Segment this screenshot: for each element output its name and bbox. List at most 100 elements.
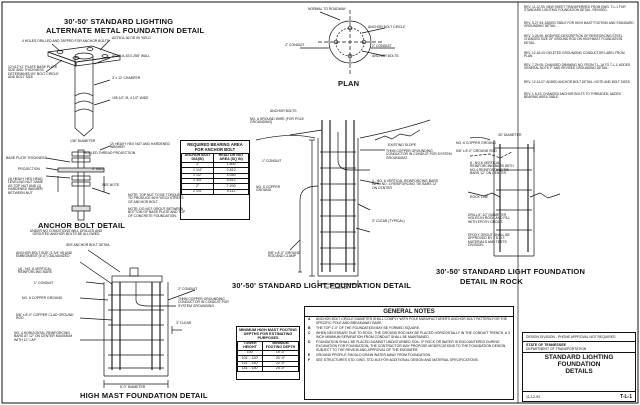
title-block: DESIGN DIVISION - PHONE APPROVAL NOT REQ…: [522, 332, 636, 402]
note-letter: B: [308, 325, 311, 330]
table-cell: 141' - 150': [237, 366, 263, 373]
callout-reinf: (4) - NO. 6 VERTICAL REINFORCING BARS: [18, 267, 52, 275]
callout-heavy-hex: (2) HEAVY HEX NUT AND HARDENED WASHER: [110, 142, 170, 150]
note-text: WHEN NECESSARY DUE TO ROCK, THE GROUND R…: [316, 331, 510, 339]
list-item: E GROUND PROFILE SHOULD DRAIN WATER AWAY…: [308, 352, 510, 358]
callout-hm-dia: 6'-0" DIAMETER: [120, 385, 146, 389]
callout-rock-drill: DRILL 6"-10" DIAMETER HOLES IN ROCK AND …: [468, 213, 511, 224]
title-block-state: STATE OF TENNESSEE: [526, 343, 567, 347]
note-text: SEE STRUCTURES STD. DWG. STD-M-8 FOR ADD…: [316, 358, 479, 363]
callout-std-thhn: THHN COPPER GROUNDING CONDUCTOR IN CONDU…: [386, 149, 452, 160]
list-item: A ANCHOR BOLT CIRCLE DIAMETER SHALL COMP…: [308, 317, 510, 325]
callout-std-conduit: 1" CONDUIT: [262, 159, 282, 163]
callout-clamp: 5/8" x 8'-0" COPPER CLAD GROUND ROD: [16, 313, 74, 321]
depth-table-title: MINIMUM HIGH MAST FOOTING DEPTHS FOR EST…: [239, 328, 297, 340]
title-block-dwg: T-L-1: [620, 393, 632, 400]
note-letter: A: [308, 317, 311, 321]
bearing-header-dia: ANCHOR BOLT DIA(IN): [180, 153, 215, 163]
callout-tension: NOTE: TOP NUT TO BE TORQUED TO PRODUCE 6…: [128, 193, 184, 204]
rock-foundation-drawing: [467, 136, 561, 257]
callout-std-clear: 3" CLEAR (TYPICAL): [372, 219, 405, 223]
callout-see-anchor: SEE ANCHOR BOLT DETAIL: [66, 243, 111, 247]
bearing-table-grid: ANCHOR BOLT DIA(IN) HEAD OR NUT AREA (SQ…: [180, 153, 249, 196]
list-item: B THE TOP 1'-0" OF THE FOUNDATION MAY BE…: [308, 325, 510, 331]
depth-header-depth: MINIMUM FOOTING DEPTH: [261, 341, 300, 351]
callout-holes: 4 HOLES DRILLED AND TAPPED FOR ANCHOR BO…: [22, 39, 110, 43]
depth-header-height: TOWER HEIGHT: [237, 341, 263, 351]
callout-rock-dia: 30" DIAMETER: [498, 133, 522, 137]
callout-pipe: 155 1/2" Ø, 4 1/2" WIDE: [112, 96, 149, 100]
general-notes-title: GENERAL NOTES: [305, 307, 513, 317]
callout-conduit: 2" CONDUIT: [285, 43, 305, 47]
list-item: F SEE STRUCTURES STD. DWG. STD-M-8 FOR A…: [308, 358, 510, 363]
bearing-header-area: HEAD OR NUT AREA (SQ IN): [213, 153, 249, 163]
callout-proj: PROJECTION: [18, 167, 40, 171]
callout-dia: 3' x 12' CHAMFER: [112, 76, 141, 80]
rock-title-line1: 30'-50' STANDARD LIGHT FOUNDATION: [436, 267, 586, 276]
title-block-title-line3: DETAILS: [565, 367, 593, 375]
callout-std-ground: NO. 6 COPPER GROUND: [256, 185, 281, 193]
callout-nuts: NOTE: DO NOT GROUT BETWEEN BOTTOM OF BAS…: [128, 207, 186, 218]
list-item: C WHEN NECESSARY DUE TO ROCK, THE GROUND…: [308, 331, 510, 339]
callout-note-under: UNDER NO CONDITIONS WILL DRILLED AND GRO…: [29, 229, 103, 237]
callout-ground-copper: NO. 6 COPPER GROUND: [22, 296, 63, 300]
callout-hex-top: (3) HEAVY HEX HEAD LEVELING NUT SAME AS …: [8, 177, 43, 195]
callout-std-rod: 5/8" x 8'-0" GROUND ROD AND CLAMP: [268, 251, 301, 259]
callout-horizontal: NO. 4 HORIZONTAL REINFORCING BARS AT 12"…: [14, 331, 73, 342]
title-block-dept: DEPARTMENT OF TRANSPORTATION: [523, 347, 635, 353]
main-title-line1: 30'-50' STANDARD LIGHTING: [64, 17, 174, 26]
callout-normal: NORMAL TO ROADWAY: [308, 7, 346, 11]
callout-conduit4: 2" CONDUIT: [178, 287, 198, 291]
callout-copper-ground: THHN COPPER GROUNDING CONDUCTOR IN CONDU…: [178, 297, 229, 308]
callout-abc: ANCHOR BOLT CIRCLE: [368, 25, 406, 29]
callout-rock-bars: 8 - NO.6 VERTICAL REINFORCING BARS WITH …: [470, 161, 514, 176]
note-text: FOUNDATION SHALL BE PLACED AGAINST UNDIS…: [316, 340, 507, 352]
bearing-table: REQUIRED BEARING AREA FOR ANCHOR BOLT AN…: [180, 140, 250, 220]
callout-helix: ASTM A-53 0.258" WALL: [112, 54, 151, 58]
revision-item: REV. 5-27-94: ADDED TABLE FOR HIGH MAST …: [524, 21, 634, 29]
note-text: THE TOP 1'-0" OF THE FOUNDATION MAY BE F…: [316, 325, 420, 330]
callout-ground: NO. 6 GROUND WIRE (FOR POLE GROUNDING): [250, 117, 304, 125]
general-notes: GENERAL NOTES A ANCHOR BOLT CIRCLE DIAME…: [304, 306, 514, 400]
title-block-title-line1: STANDARD LIGHTING: [544, 354, 614, 361]
callout-bolt-size: ANCHOR BOLT SIZE (1 3/4" Ø) AND EMBEDMEN…: [16, 251, 73, 259]
table-cell: 2 1/4": [180, 188, 215, 196]
revision-item: REV. 12-14-07: ADDED ANCHOR BOLT DETAIL;…: [524, 80, 631, 84]
callout-existing: EXISTING SLOPE: [388, 143, 417, 147]
callout-anchor-bolts2: ANCHOR BOLTS: [270, 109, 297, 113]
depth-table: MINIMUM HIGH MAST FOOTING DEPTHS FOR EST…: [236, 326, 300, 380]
note-text: ANCHOR BOLT CIRCLE DIAMETER SHALL COMPLY…: [316, 317, 508, 325]
callout-std-dia: 30" DIAMETER: [325, 286, 349, 290]
callout-clear: 3" CLEAR: [176, 321, 192, 325]
title-block-date: 11-12-93: [526, 394, 541, 399]
plan-title: PLAN: [338, 79, 360, 88]
callout-thread: 3" MAX.: [92, 167, 105, 171]
revision-item: REV. 3-28-96: MODIFIED DESCRIPTION OF RE…: [524, 34, 624, 45]
note-letter: E: [308, 352, 311, 357]
title-block-title-line2: FOUNDATION: [557, 360, 601, 368]
std-light-foundation-drawing: [255, 119, 431, 288]
high-mast-drawing: [79, 249, 196, 388]
high-mast-title: HIGH MAST FOUNDATION DETAIL: [80, 391, 208, 400]
table-row: 141' - 150'25'-0": [237, 366, 300, 373]
callout-bp-thk: BASE PLATE THICKNESS: [6, 156, 47, 160]
callout-rock-line: ROCK LINE: [470, 195, 489, 199]
callout-rock-epoxy: EPOXY GROUT SHALL BE APPROVED BY T.D.O.T…: [468, 233, 510, 248]
callout-anchor-bolts: ANCHOR BOLTS: [372, 54, 399, 58]
note-letter: D: [308, 340, 311, 345]
title-block-stamp: DESIGN DIVISION - PHONE APPROVAL NOT REQ…: [523, 333, 635, 342]
callout-std-reinf: 4 - NO. 6 VERTICAL REINFORCING BARS WITH…: [372, 179, 438, 190]
callout-conduit2: 2" CONDUIT: [372, 44, 392, 48]
alt-metal-foundation-drawing: [45, 39, 121, 137]
plan-drawing: [300, 10, 395, 74]
title-block-footer: 11-12-93 T-L-1: [523, 391, 635, 401]
anchor-bolt-title: ANCHOR BOLT DETAIL: [38, 221, 126, 230]
callout-plate: 12"x12"x1" PLATE BASE PLATE SIZE AND THI…: [8, 65, 59, 80]
revision-item: REV. 1-5-13: CHANGED ANCHOR BOLTS TO THR…: [524, 92, 621, 100]
revision-item: REV. 11-12-93: NEW SHEET TRANSFERRED FRO…: [524, 5, 626, 13]
callout-rolled: ROLLED THREAD PROJECTION: [84, 151, 136, 155]
callout-pipe2: 136" DIAMETER: [70, 139, 96, 143]
revision-item: REV. 7-29-05: CHANGED DRAWING NO. FROM T…: [524, 63, 631, 71]
revision-item: REV. 12-16-03: DELETED GROUNDING CONDUCT…: [524, 51, 625, 59]
